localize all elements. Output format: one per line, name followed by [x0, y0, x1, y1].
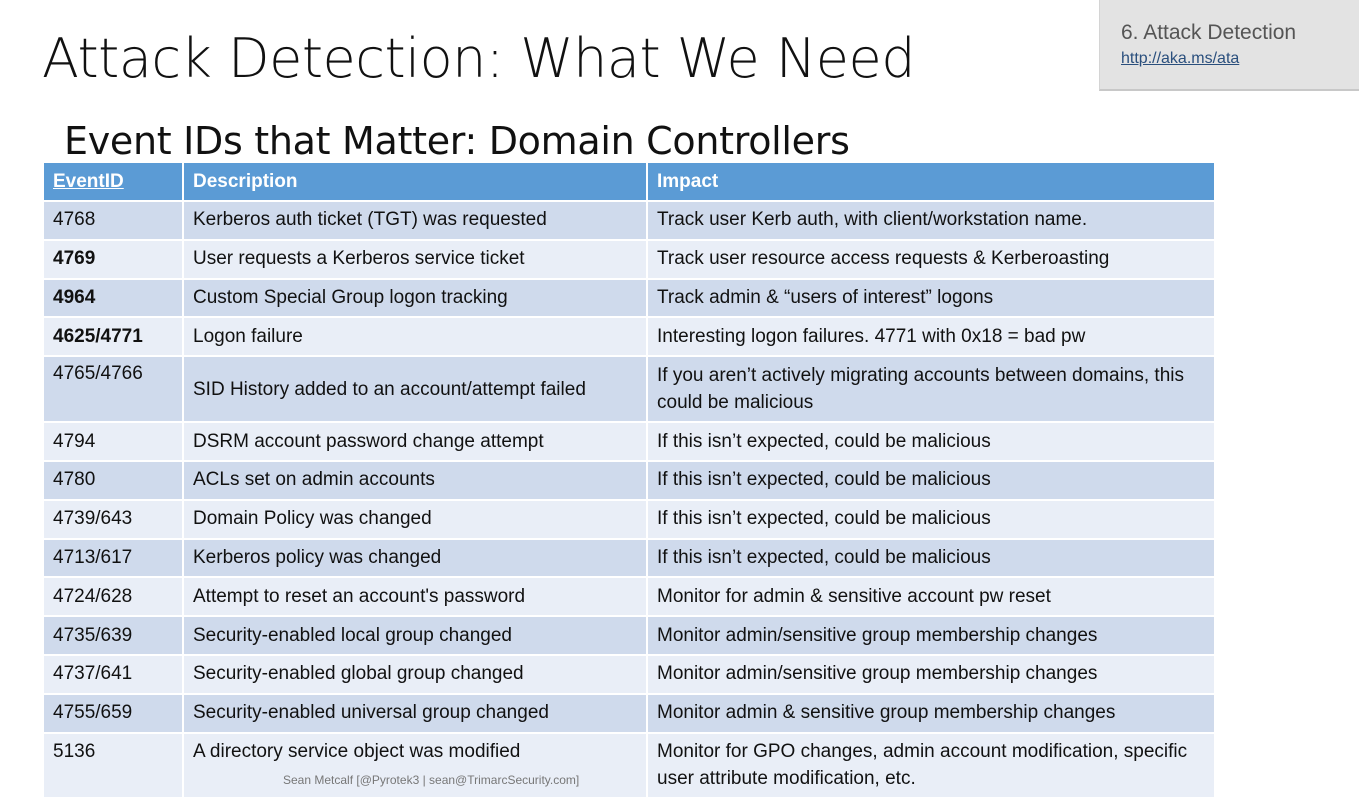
slide-title: Attack Detection: What We Need — [42, 27, 916, 90]
impact-cell: If this isn’t expected, could be malicio… — [647, 459, 1214, 500]
description-cell: Security-enabled global group changed — [183, 653, 648, 694]
event-id-cell: 4780 — [44, 459, 184, 500]
impact-cell: Track user resource access requests & Ke… — [647, 238, 1214, 279]
table-row: 4755/659 Security-enabled universal grou… — [44, 692, 1214, 733]
description-cell: A directory service object was modified — [183, 731, 648, 797]
event-id-cell: 4625/4771 — [44, 316, 184, 357]
event-id-cell: 4768 — [44, 200, 184, 240]
description-cell: Logon failure — [183, 316, 648, 357]
description-cell: Kerberos policy was changed — [183, 537, 648, 578]
event-id-cell: 4735/639 — [44, 615, 184, 655]
description-cell: ACLs set on admin accounts — [183, 459, 648, 500]
impact-cell: Monitor for admin & sensitive account pw… — [647, 576, 1214, 617]
description-cell: Custom Special Group logon tracking — [183, 277, 648, 318]
impact-cell: Monitor admin & sensitive group membersh… — [647, 692, 1214, 733]
event-id-cell: 4794 — [44, 421, 184, 461]
impact-cell: Monitor admin/sensitive group membership… — [647, 615, 1214, 655]
description-cell: Attempt to reset an account's password — [183, 576, 648, 617]
event-id-cell: 4765/4766 — [44, 355, 184, 423]
impact-cell: Interesting logon failures. 4771 with 0x… — [647, 316, 1214, 357]
header-description: Description — [183, 163, 648, 201]
event-id-cell: 4769 — [44, 238, 184, 279]
impact-cell: Track admin & “users of interest” logons — [647, 277, 1214, 318]
impact-cell: Monitor for GPO changes, admin account m… — [647, 731, 1214, 797]
table-row: 4794 DSRM account password change attemp… — [44, 421, 1214, 461]
table-header-row: EventID Description Impact — [44, 163, 1214, 201]
event-id-cell: 4964 — [44, 277, 184, 318]
description-cell: SID History added to an account/attempt … — [183, 355, 648, 423]
badge-link[interactable]: http://aka.ms/ata — [1121, 50, 1240, 67]
section-badge: 6. Attack Detection http://aka.ms/ata — [1099, 0, 1359, 91]
event-id-cell: 4755/659 — [44, 692, 184, 733]
header-eventid: EventID — [44, 163, 184, 201]
table-row: 4724/628 Attempt to reset an account's p… — [44, 576, 1214, 617]
badge-label: 6. Attack Detection — [1121, 21, 1297, 44]
event-id-cell: 4724/628 — [44, 576, 184, 617]
impact-cell: If you aren’t actively migrating account… — [647, 355, 1214, 423]
event-id-cell: 4713/617 — [44, 537, 184, 578]
table-row: 4713/617 Kerberos policy was changed If … — [44, 537, 1214, 578]
slide-subtitle: Event IDs that Matter: Domain Controller… — [64, 119, 850, 163]
description-cell: User requests a Kerberos service ticket — [183, 238, 648, 279]
impact-cell: Track user Kerb auth, with client/workst… — [647, 200, 1214, 240]
header-impact: Impact — [647, 163, 1214, 201]
description-cell: DSRM account password change attempt — [183, 421, 648, 461]
description-cell: Domain Policy was changed — [183, 498, 648, 539]
table-row: 4739/643 Domain Policy was changed If th… — [44, 498, 1214, 539]
impact-cell: If this isn’t expected, could be malicio… — [647, 498, 1214, 539]
description-cell: Security-enabled local group changed — [183, 615, 648, 655]
event-id-cell: 4739/643 — [44, 498, 184, 539]
table-row: 4625/4771 Logon failure Interesting logo… — [44, 316, 1214, 357]
table-row: 4780 ACLs set on admin accounts If this … — [44, 459, 1214, 500]
impact-cell: If this isn’t expected, could be malicio… — [647, 537, 1214, 578]
description-cell: Kerberos auth ticket (TGT) was requested — [183, 200, 648, 240]
event-id-cell: 5136 — [44, 731, 184, 797]
table-row: 4768 Kerberos auth ticket (TGT) was requ… — [44, 200, 1214, 240]
event-id-table: EventID Description Impact 4768 Kerberos… — [44, 163, 1214, 797]
impact-cell: Monitor admin/sensitive group membership… — [647, 653, 1214, 694]
description-cell: Security-enabled universal group changed — [183, 692, 648, 733]
table-row: 4735/639 Security-enabled local group ch… — [44, 615, 1214, 655]
table-row: 5136 A directory service object was modi… — [44, 731, 1214, 797]
impact-cell: If this isn’t expected, could be malicio… — [647, 421, 1214, 461]
event-id-cell: 4737/641 — [44, 653, 184, 694]
table-row: 4765/4766 SID History added to an accoun… — [44, 355, 1214, 423]
footer-credit: Sean Metcalf [@Pyrotek3 | sean@TrimarcSe… — [283, 773, 580, 787]
table-row: 4964 Custom Special Group logon tracking… — [44, 277, 1214, 318]
table-row: 4769 User requests a Kerberos service ti… — [44, 238, 1214, 279]
table-row: 4737/641 Security-enabled global group c… — [44, 653, 1214, 694]
